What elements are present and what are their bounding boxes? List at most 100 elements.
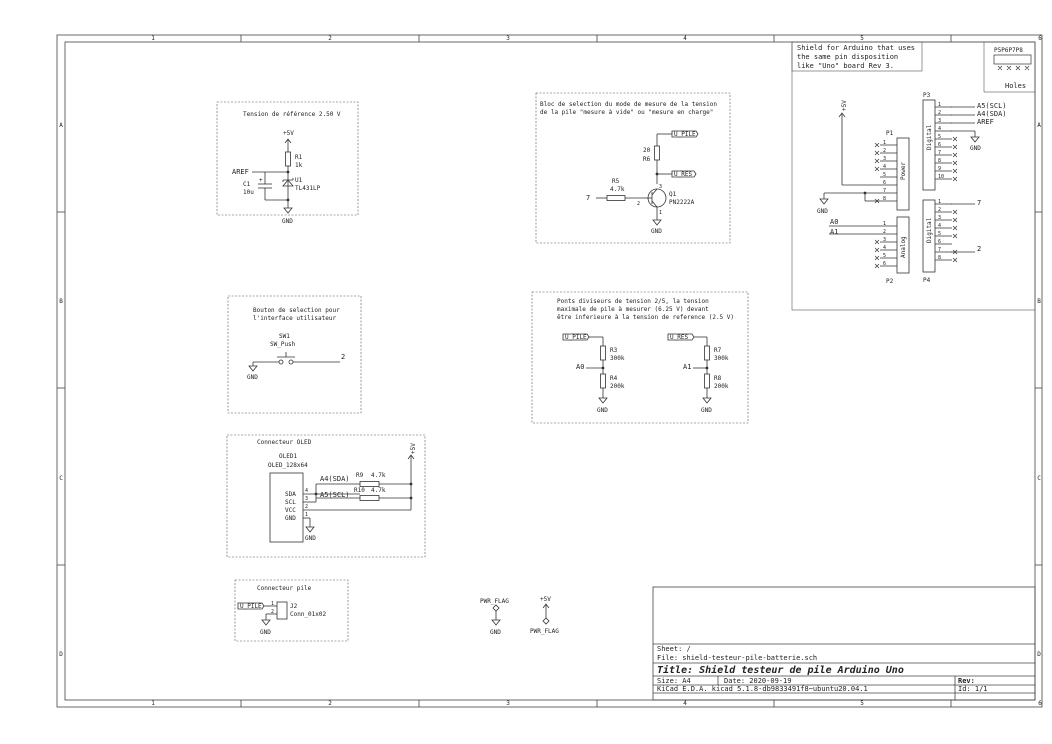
holes-label: Holes — [1005, 82, 1026, 90]
dividers-title-2: maximale de pile à mesurer (6.25 V) deva… — [557, 306, 709, 313]
p3-pin-number: 8 — [938, 158, 941, 164]
p2-no-connect-mark — [874, 239, 880, 245]
pwr-flag-gnd-label: PWR_FLAG — [480, 598, 509, 605]
p4-pin-number: 4 — [938, 223, 941, 229]
button-title-2: l'interface utilisateur — [253, 315, 336, 322]
dividers-title-1: Ponts diviseurs de tension 2/5, la tensi… — [557, 298, 709, 305]
arduino-note-2: the same pin disposition — [797, 53, 898, 61]
row-label: A — [1037, 122, 1041, 129]
arduino-a1-label: A1 — [830, 228, 838, 236]
r4-value: 200k — [610, 383, 625, 390]
p3-aref-label: AREF — [977, 118, 994, 126]
oled-block: Connecteur OLED OLED1 OLED_128x64 SDA SC — [226, 434, 426, 558]
p3-a5-label: A5(SCL) — [977, 102, 1007, 110]
arduino-note-1: Shield for Arduino that uses — [797, 44, 915, 52]
row-label: B — [59, 298, 63, 305]
r6-value: 20 — [643, 147, 651, 154]
row-label: C — [1037, 475, 1041, 482]
p3-no-connect-mark — [952, 152, 958, 158]
p1-pin-number: 4 — [883, 164, 886, 170]
p4-no-connect-mark — [952, 225, 958, 231]
frame-column-labels: 1 2 3 4 5 6 1 2 3 4 5 6 — [151, 35, 1042, 707]
tb-sheet: Sheet: / — [657, 645, 691, 653]
r6-ref: R6 — [643, 156, 651, 163]
c1-ref: C1 — [243, 181, 251, 188]
arduino-note-3: like "Uno" board Rev 3. — [797, 62, 894, 70]
c1-plus: + — [259, 177, 263, 184]
r8-value: 200k — [714, 383, 729, 390]
button-frame — [227, 295, 362, 414]
oled-pin-num: 3 — [305, 496, 308, 502]
col-label: 2 — [328, 700, 332, 707]
oled-title: Connecteur OLED — [257, 439, 312, 446]
oled-pin-num: 4 — [305, 488, 308, 494]
button-block: Bouton de selection pour l'interface uti… — [227, 295, 362, 414]
battery-block: Connecteur pile U_PILE 1 2 J2 Conn_01x02… — [234, 579, 349, 642]
arduino-vcc-label: +5V — [841, 100, 848, 111]
vref-gnd-label: GND — [282, 218, 293, 225]
j2-value: Conn_01x02 — [290, 611, 327, 618]
sw1-value: SW_Push — [270, 341, 296, 348]
r1-value: 1k — [295, 162, 303, 169]
battery-title: Connecteur pile — [257, 585, 312, 592]
p2-no-connect-mark — [874, 247, 880, 253]
p3-ref: P3 — [923, 92, 931, 99]
bat-gnd-label: GND — [260, 629, 271, 636]
dividers-frame — [531, 291, 749, 424]
sheet-frame — [56, 34, 1043, 708]
arduino-a0-label: A0 — [830, 218, 838, 226]
q1-ref: Q1 — [669, 191, 677, 198]
col-label: 6 — [1038, 700, 1042, 707]
div-gnd-left: GND — [597, 407, 608, 414]
tb-id: Id: 1/1 — [958, 685, 988, 693]
col-label: 2 — [328, 35, 332, 42]
r3-ref: R3 — [610, 347, 618, 354]
p4-net-2: 2 — [977, 245, 981, 253]
button-title-1: Bouton de selection pour — [253, 307, 340, 314]
dividers-title-3: être inferieure à la tension de referenc… — [557, 314, 734, 321]
p1-pin-number: 5 — [883, 172, 886, 178]
arduino-block: Shield for Arduino that uses the same pi… — [791, 41, 1036, 311]
div-a0-label: A0 — [576, 363, 584, 371]
p3-pin-number: 5 — [938, 134, 941, 140]
p3-pin-number: 10 — [938, 174, 944, 180]
div-u-res-label: U_RES — [670, 334, 688, 341]
r10-ref: R10 — [354, 487, 365, 494]
button-net-2: 2 — [341, 353, 345, 361]
oled-frame — [226, 434, 426, 558]
r9-ref: R9 — [356, 472, 364, 479]
flag-gnd-label: GND — [490, 629, 501, 636]
p2-pin-number: 3 — [883, 237, 886, 243]
row-label: A — [59, 122, 63, 129]
p2-pin-number: 5 — [883, 253, 886, 259]
p3-pin-number: 2 — [938, 110, 941, 116]
p1-pin-number: 6 — [883, 180, 886, 186]
mode-select-block: Bloc de selection du mode de mesure de l… — [535, 92, 731, 244]
arduino-gnd-left: GND — [817, 208, 828, 215]
p3-a4-label: A4(SDA) — [977, 110, 1007, 118]
button-gnd-label: GND — [247, 374, 258, 381]
aref-label: AREF — [232, 168, 249, 176]
col-label: 6 — [1038, 35, 1042, 42]
mode-title-1: Bloc de selection du mode de mesure de l… — [540, 101, 717, 108]
r1-ref: R1 — [295, 154, 303, 161]
p1-no-connect-mark — [874, 166, 880, 172]
vref-vcc-label: +5V — [283, 130, 294, 137]
mode-gnd-label: GND — [651, 228, 662, 235]
p1-power-label: Power — [900, 162, 907, 180]
row-label: B — [1037, 298, 1041, 305]
tb-file: File: shield-testeur-pile-batterie.sch — [657, 654, 817, 662]
oled-pin-scl: SCL — [285, 499, 296, 506]
flag-vcc-label: +5V — [540, 596, 551, 603]
div-gnd-right: GND — [701, 407, 712, 414]
mode-frame — [535, 92, 731, 244]
j2-pin-2: 2 — [271, 609, 274, 615]
p3-pin-number: 6 — [938, 142, 941, 148]
row-label: D — [59, 651, 63, 658]
p4-pin-number: 1 — [938, 199, 941, 205]
col-label: 5 — [860, 35, 864, 42]
mode-u-pile-label: U_PILE — [674, 131, 696, 138]
q1-pin-1: 1 — [659, 210, 662, 216]
